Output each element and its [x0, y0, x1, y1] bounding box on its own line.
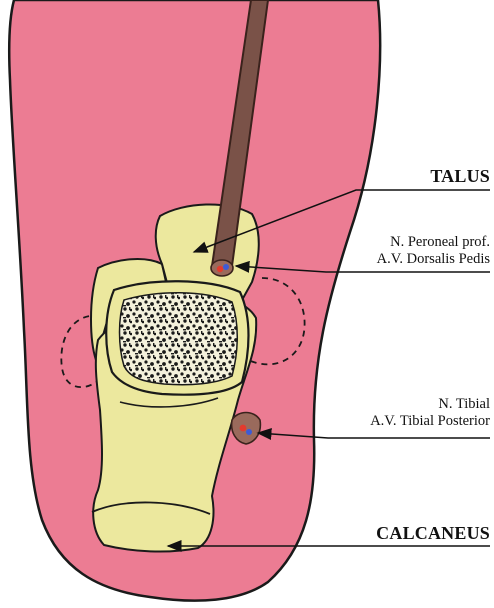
label-tibial-line2: A.V. Tibial Posterior [370, 413, 490, 430]
label-calcaneus: CALCANEUS [376, 523, 490, 544]
label-peroneal-line2: A.V. Dorsalis Pedis [377, 251, 490, 268]
label-peroneal: N. Peroneal prof. A.V. Dorsalis Pedis [377, 234, 490, 268]
bone-marrow-section [120, 293, 238, 385]
label-peroneal-line1: N. Peroneal prof. [377, 234, 490, 251]
label-talus: TALUS [430, 166, 490, 187]
tibial-vessel-red [240, 425, 247, 432]
tibial-vessel-blue [246, 429, 252, 435]
label-tibial: N. Tibial A.V. Tibial Posterior [370, 396, 490, 430]
label-tibial-line1: N. Tibial [370, 396, 490, 413]
dorsalis-pedis-vessel-red [217, 266, 223, 272]
dorsalis-pedis-vessel-blue [223, 264, 229, 270]
